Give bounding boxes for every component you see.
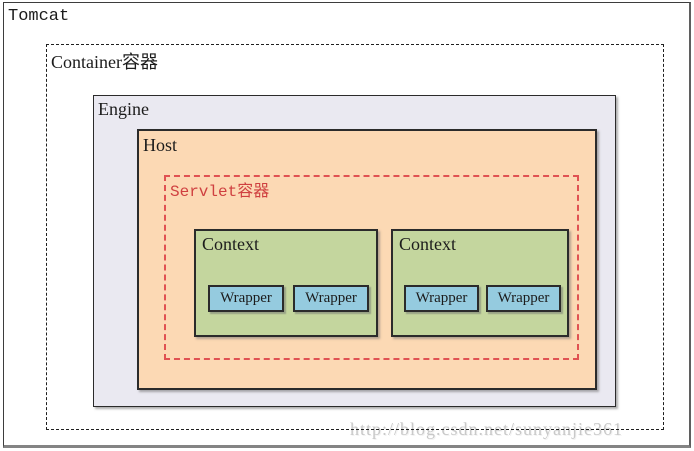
servlet-container-box: Servlet容器 Context Wrapper Wrapper Contex…: [164, 175, 579, 360]
container-label: Container容器: [51, 52, 158, 72]
context-1-wrapper-2: Wrapper: [293, 285, 369, 312]
host-box: Host Servlet容器 Context Wrapper Wrapper C…: [137, 129, 597, 390]
tomcat-box: Tomcat: [3, 2, 691, 448]
context-box-1: Context Wrapper Wrapper: [194, 229, 378, 337]
engine-label: Engine: [98, 99, 149, 119]
context-box-2: Context Wrapper Wrapper: [391, 229, 569, 337]
context-2-label: Context: [399, 234, 456, 254]
context-2-wrapper-1: Wrapper: [404, 285, 479, 312]
tomcat-label: Tomcat: [8, 7, 70, 26]
context-2-wrapper-2: Wrapper: [486, 285, 561, 312]
servlet-container-label: Servlet容器: [170, 183, 270, 201]
context-1-label: Context: [202, 234, 259, 254]
container-box: Container容器: [46, 44, 664, 430]
context-1-wrapper-1: Wrapper: [208, 285, 284, 312]
host-label: Host: [143, 135, 178, 155]
engine-box: Engine Host Servlet容器 Context Wrapper Wr…: [93, 95, 616, 407]
